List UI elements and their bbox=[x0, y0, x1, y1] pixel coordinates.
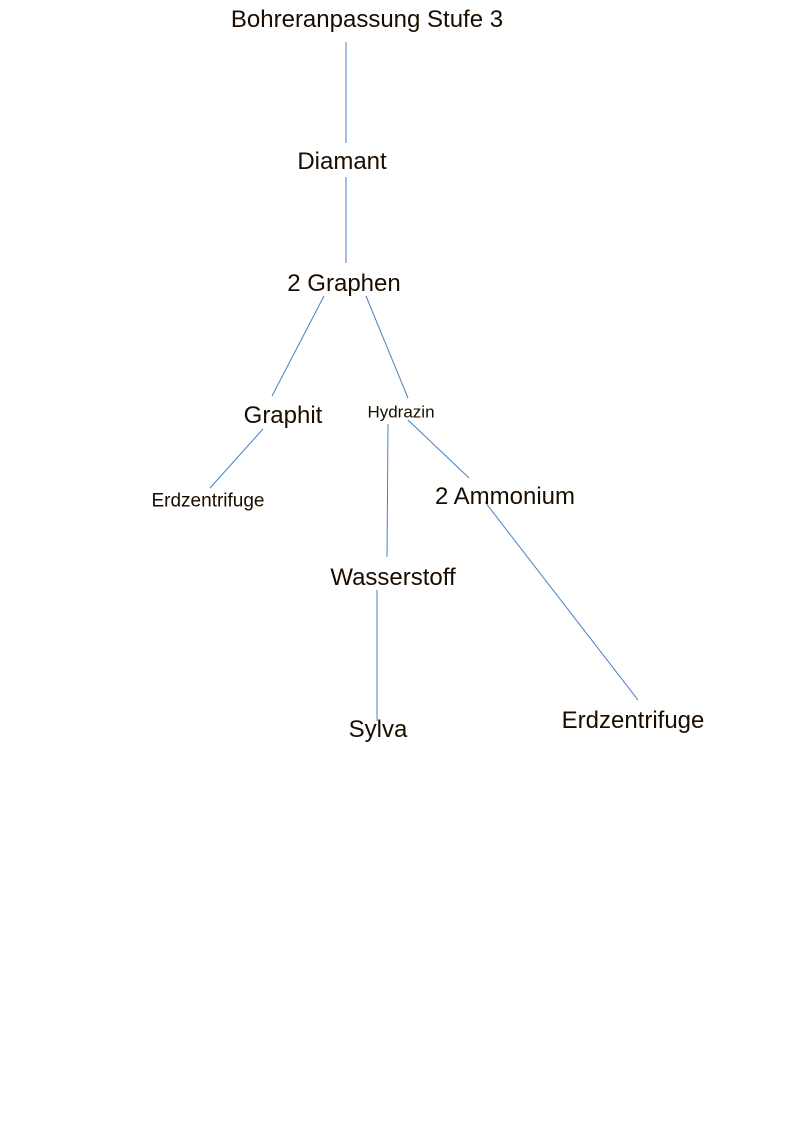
edge-hydrazin-wasserstoff bbox=[386, 423, 389, 558]
node-2-ammonium: 2 Ammonium bbox=[434, 483, 576, 510]
node-sylva: Sylva bbox=[348, 716, 408, 743]
node-hydrazin: Hydrazin bbox=[367, 402, 435, 422]
node-diamant: Diamant bbox=[297, 148, 387, 175]
edge-graphit-erdzentrifuge bbox=[209, 428, 264, 489]
node-erdzentrifuge-graphit: Erdzentrifuge bbox=[151, 490, 265, 512]
node-graphit: Graphit bbox=[243, 402, 323, 429]
edge-hydrazin-ammonium bbox=[407, 419, 470, 479]
node-2-graphen: 2 Graphen bbox=[287, 270, 401, 297]
edge-ammonium-erdzentrifuge bbox=[484, 501, 639, 701]
node-bohreranpassung-stufe-3: Bohreranpassung Stufe 3 bbox=[230, 6, 504, 33]
node-erdzentrifuge-ammonium: Erdzentrifuge bbox=[561, 707, 705, 734]
edge-graphen-graphit bbox=[271, 295, 325, 397]
edge-graphen-hydrazin bbox=[365, 295, 409, 399]
node-wasserstoff: Wasserstoff bbox=[330, 564, 456, 591]
